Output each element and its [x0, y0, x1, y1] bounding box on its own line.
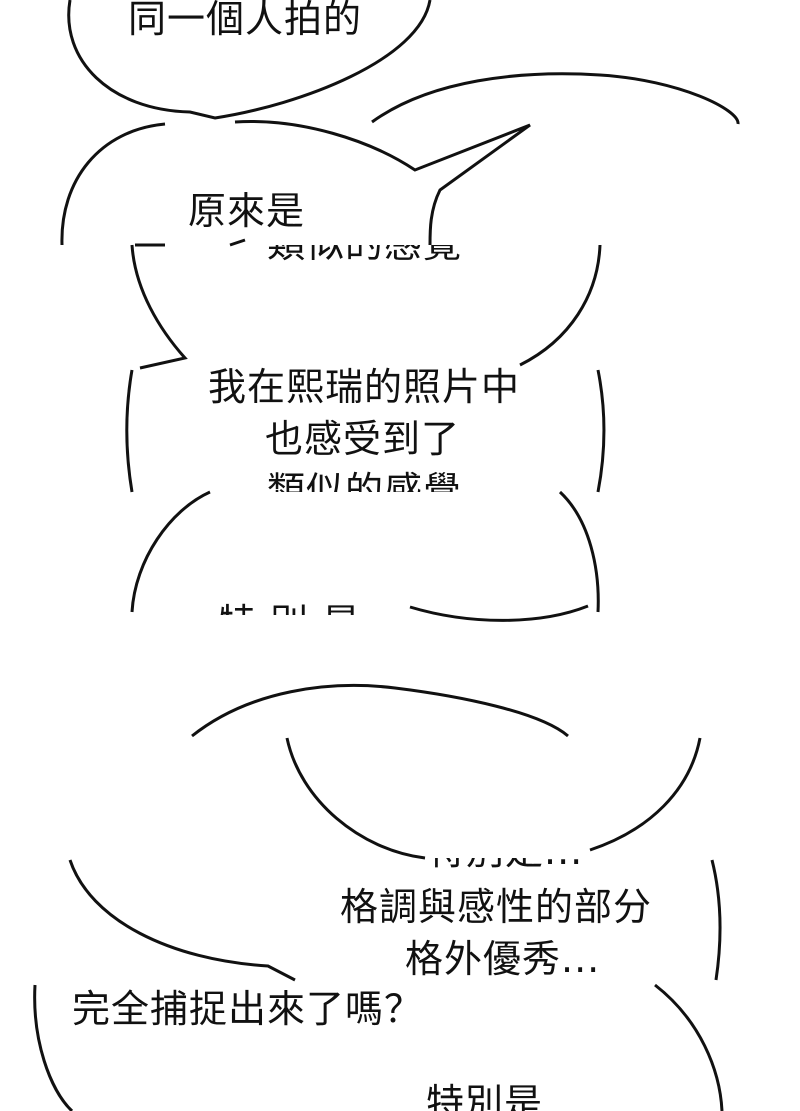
bubble-6-top-clip: 特別是... [425, 858, 615, 870]
bubble-1-line-1: 同一個人拍的 [128, 0, 363, 41]
bubble-5-clip: 特別是... [210, 603, 530, 615]
bubble-4-line-3: 類似的感覺 [267, 469, 463, 492]
bubble-6-line-2: 格外優秀... [405, 937, 601, 981]
bubble-2-line-1: 原來是 [188, 189, 306, 233]
speech-bubble-2 [60, 120, 531, 246]
speech-bubble-5-bottom [409, 604, 589, 622]
speech-bubble-4-right [596, 369, 606, 493]
bubble-5-line-1: 特別是... [218, 604, 452, 615]
speech-bubble-7-lower [33, 984, 74, 1111]
speech-bubble-5 [130, 490, 600, 613]
bubble-fragment [135, 238, 246, 247]
bubble-3-clip: 類似的感覺 [255, 245, 485, 265]
bubble-6-line-1: 格調與感性的部分 [340, 885, 653, 929]
speech-bubble-8 [654, 983, 724, 1111]
bubble-4-line-2: 也感受到了 [265, 417, 461, 461]
bubble-3-line-1: 類似的感覺 [267, 245, 462, 263]
bubble-8-line-1: 特別是... [426, 1082, 582, 1111]
speech-bubble-4-left [125, 369, 134, 493]
bubble-7-line-1: 完全捕捉出來了嗎？ [72, 987, 424, 1031]
bubble-4-line-1: 我在熙瑞的照片中 [208, 365, 521, 409]
bubble-8-clip: 特別是... [422, 1082, 582, 1111]
speech-bubble-6-right [710, 859, 722, 981]
speech-bubble-3 [371, 72, 740, 125]
speech-bubble-3-lower [130, 244, 602, 370]
speech-bubble-6-top [285, 737, 702, 860]
speech-bubble-7-top [191, 684, 569, 738]
speech-bubble-7-left [68, 859, 296, 982]
speech-bubble-1 [67, 0, 432, 120]
bubble-4-line-3-clip: 類似的感覺 [255, 468, 485, 492]
bubble-6-line-0: 特別是... [427, 858, 583, 870]
